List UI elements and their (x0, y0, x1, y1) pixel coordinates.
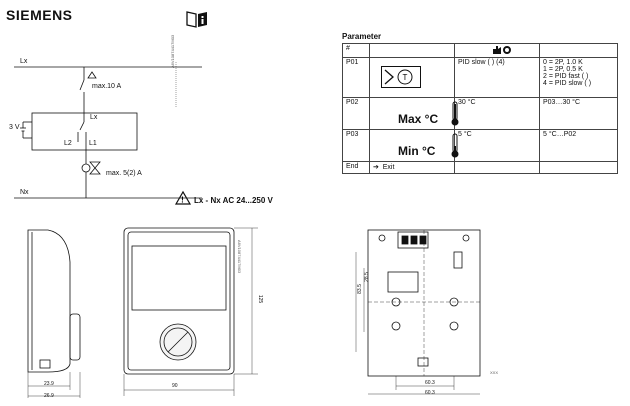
hash-header: # (342, 43, 370, 58)
arrow-right-icon: ➔ (373, 164, 379, 171)
option-line: 2 = PID fast ( ) (543, 73, 589, 80)
param-id: P02 (342, 97, 370, 130)
empty-header (369, 43, 455, 58)
param-value: PID slow ( ) (4) (454, 57, 540, 98)
exit-label: Exit (382, 164, 395, 171)
table-row: P02 Max °C 30 °C P03…30 °C (342, 97, 618, 130)
contact-l2-label: L2 (64, 140, 72, 147)
option-line: 0 = 2P, 1.0 K (543, 59, 583, 66)
contact-l1-label: L1 (89, 140, 97, 147)
thermometer-high-icon (451, 101, 459, 126)
back-reference: XXX (490, 370, 499, 375)
front-reference: A6V10874417M03 (237, 240, 242, 274)
back-view-drawing (355, 229, 481, 395)
factory-icon-header (454, 43, 540, 58)
option-line: 4 = PID slow ( ) (543, 80, 592, 87)
front-height-dim: 125 (257, 294, 264, 304)
table-header-row: # (342, 43, 618, 58)
control-mode-icon: T (381, 66, 421, 88)
back-dim-c: 28.5 (363, 272, 370, 282)
valve-label: max. 5(2) A (106, 170, 142, 177)
param-name: Max °C (398, 112, 439, 126)
lx-label: Lx (20, 58, 28, 65)
svg-text:!: ! (181, 196, 184, 205)
options-header (539, 43, 618, 58)
back-dim-b: 83.5 (356, 284, 363, 294)
param-value: 5 °C (454, 129, 540, 162)
param-id: P01 (342, 57, 370, 98)
front-view-drawing (123, 227, 258, 396)
parameter-table: # P01 T PID slow ( ) (4) 0 = 2P, 1.0 K 1… (342, 43, 618, 174)
param-name: Min °C (398, 144, 436, 158)
battery-label: 3 V (9, 124, 20, 131)
svg-text:T: T (403, 73, 408, 82)
table-row: P01 T PID slow ( ) (4) 0 = 2P, 1.0 K 1 =… (342, 57, 618, 98)
table-row: End ➔ Exit (342, 161, 618, 174)
drawing-reference: A6V10874417M03 (170, 34, 175, 68)
voltage-warning: Lx - Nx AC 24...250 V (194, 196, 273, 205)
table-row: P03 Min °C 5 °C 5 °C…P02 (342, 129, 618, 162)
contact-lx-label: Lx (90, 114, 98, 121)
param-range: P03…30 °C (539, 97, 618, 130)
front-width-dim: 90 (172, 383, 178, 389)
nx-label: Nx (20, 189, 29, 196)
siemens-logo: SIEMENS (6, 7, 73, 23)
side-view-drawing (27, 229, 81, 398)
param-value: 30 °C (454, 97, 540, 130)
param-id: End (342, 161, 370, 174)
back-dim-a: 60.3 (425, 380, 435, 386)
book-info-icon (186, 11, 207, 28)
side-depth-1: 23.9 (44, 381, 54, 387)
option-line: 1 = 2P, 0.5 K (543, 66, 583, 73)
param-range: 5 °C…P02 (539, 129, 618, 162)
thermometer-low-icon (451, 133, 459, 158)
param-id: P03 (342, 129, 370, 162)
fuse-label: max.10 A (92, 83, 122, 90)
factory-gear-icon (493, 46, 511, 54)
parameter-title: Parameter (342, 32, 382, 41)
side-depth-2: 26.9 (44, 393, 54, 399)
back-dim-d: 60.3 (425, 390, 435, 396)
wiring-diagram: ! (14, 62, 202, 205)
